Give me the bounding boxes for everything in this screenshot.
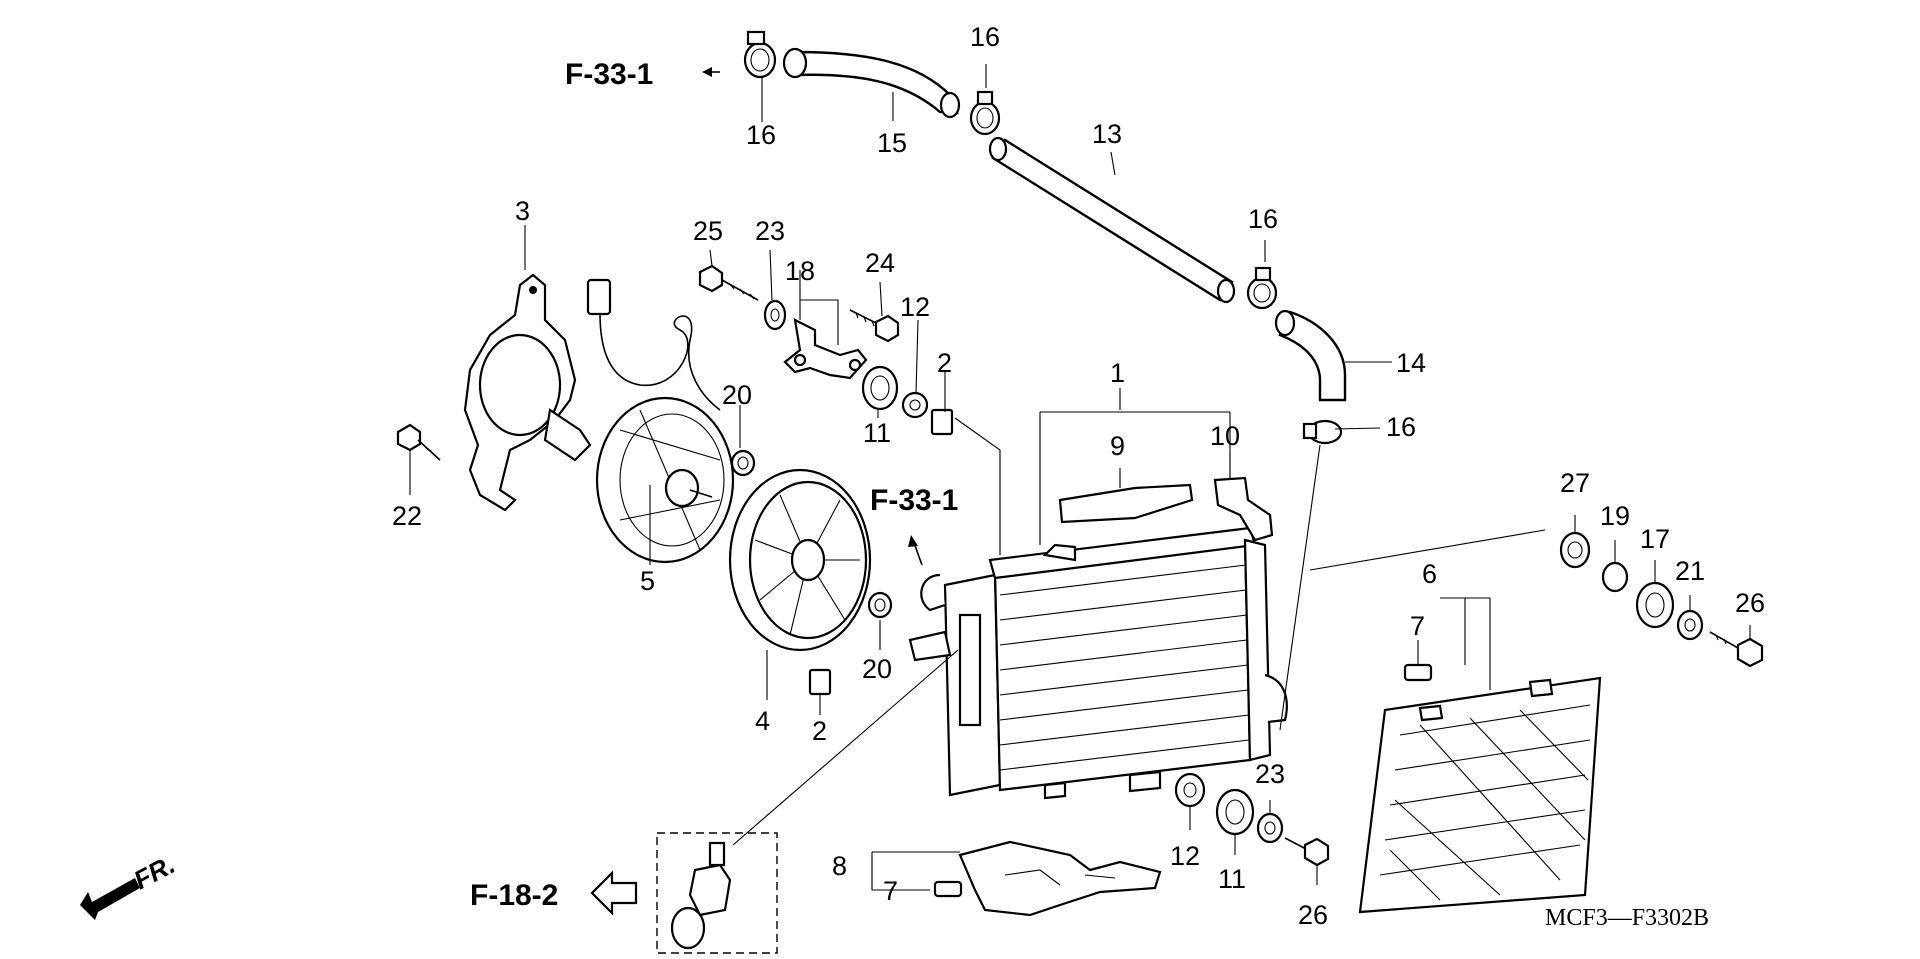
collar-19 bbox=[1601, 561, 1629, 593]
hose-13 bbox=[988, 136, 1236, 304]
callout-3: 3 bbox=[515, 196, 530, 226]
callout-20-lower: 20 bbox=[862, 654, 892, 684]
reference-f-33-1-top: F-33-1 bbox=[565, 58, 653, 91]
fan-motor-wire bbox=[586, 278, 721, 411]
callout-16-middle: 16 bbox=[1248, 204, 1278, 234]
callout-17: 17 bbox=[1640, 524, 1670, 554]
callout-numbers: 1 2 2 3 4 5 6 7 7 8 9 10 11 11 12 12 13 … bbox=[392, 22, 1765, 930]
reference-f-33-1-middle: F-33-1 bbox=[870, 484, 958, 517]
callout-2-upper: 2 bbox=[937, 348, 952, 378]
arrow-f-33-1-middle bbox=[908, 535, 923, 566]
hose-clamp-16-middle bbox=[1246, 266, 1278, 310]
bolt-25 bbox=[698, 264, 759, 301]
arrow-f-33-1-top bbox=[702, 67, 720, 77]
seal-9 bbox=[1058, 483, 1194, 524]
callout-21: 21 bbox=[1675, 556, 1705, 586]
collar-12-upper bbox=[901, 391, 929, 419]
callout-8: 8 bbox=[832, 851, 847, 881]
clip-nut-2-upper bbox=[930, 408, 954, 436]
washer-23-upper bbox=[763, 299, 787, 331]
bolt-22 bbox=[396, 423, 441, 461]
bolt-26-right bbox=[1709, 631, 1764, 668]
clip-nut-2-lower bbox=[808, 668, 832, 696]
radiator-grille-6 bbox=[1358, 676, 1602, 914]
callout-13: 13 bbox=[1092, 119, 1122, 149]
callout-27: 27 bbox=[1560, 468, 1590, 498]
bolt-24 bbox=[849, 309, 900, 343]
lower-cover-8 bbox=[958, 840, 1162, 917]
callout-24: 24 bbox=[865, 248, 895, 278]
callout-26-right: 26 bbox=[1735, 588, 1765, 618]
fan-motor-5 bbox=[595, 396, 735, 564]
callout-15: 15 bbox=[877, 128, 907, 158]
hose-clamp-16-top-right bbox=[969, 90, 1001, 136]
collar-12-lower bbox=[1174, 772, 1206, 808]
callout-12-lower: 12 bbox=[1170, 841, 1200, 871]
arrow-f-18-2 bbox=[590, 870, 638, 916]
callout-4: 4 bbox=[755, 706, 770, 736]
washer-21 bbox=[1676, 609, 1704, 641]
radiator-fins bbox=[999, 564, 1250, 771]
grommet-17 bbox=[1635, 581, 1675, 629]
front-direction-arrow bbox=[80, 878, 140, 920]
callout-11-lower: 11 bbox=[1218, 864, 1246, 894]
callout-14: 14 bbox=[1396, 348, 1426, 378]
callout-16-top-left: 16 bbox=[746, 120, 776, 150]
grommet-11-lower bbox=[1215, 788, 1255, 836]
grommet-11-upper bbox=[861, 365, 899, 411]
hose-15 bbox=[782, 47, 961, 119]
callout-1: 1 bbox=[1110, 358, 1125, 388]
cover-10 bbox=[1213, 476, 1274, 542]
callout-23-upper: 23 bbox=[755, 216, 785, 246]
reference-box-f-18-2 bbox=[656, 832, 778, 954]
cooling-fan-4 bbox=[728, 468, 872, 652]
bracket-18 bbox=[783, 318, 868, 380]
nut-20-lower bbox=[867, 591, 893, 619]
reference-f-18-2: F-18-2 bbox=[470, 879, 558, 912]
callout-5: 5 bbox=[640, 566, 655, 596]
callout-12-upper: 12 bbox=[900, 292, 930, 322]
callout-25: 25 bbox=[693, 216, 723, 246]
collar-27 bbox=[1559, 531, 1591, 569]
radiator-1 bbox=[908, 526, 1288, 800]
hose-clamp-16-top-left bbox=[743, 30, 777, 79]
bolt-26-lower bbox=[1284, 837, 1330, 867]
callout-26-lower: 26 bbox=[1298, 900, 1328, 930]
callout-9: 9 bbox=[1110, 431, 1125, 461]
callout-7-grille: 7 bbox=[1410, 611, 1425, 641]
hose-14 bbox=[1274, 309, 1347, 402]
callout-18: 18 bbox=[785, 256, 815, 286]
callout-22: 22 bbox=[392, 501, 422, 531]
seal-7-grille bbox=[1403, 663, 1433, 682]
hose-clamp-16-lower bbox=[1302, 419, 1343, 445]
callout-7-cover: 7 bbox=[883, 876, 898, 906]
callout-10: 10 bbox=[1210, 421, 1240, 451]
callout-11-upper: 11 bbox=[863, 418, 891, 448]
callout-20-upper: 20 bbox=[722, 380, 752, 410]
leader-lines bbox=[409, 64, 1751, 891]
callout-6: 6 bbox=[1422, 559, 1437, 589]
callout-23-lower: 23 bbox=[1255, 759, 1285, 789]
seal-7-cover bbox=[933, 880, 963, 898]
fan-shroud-bracket-3 bbox=[463, 273, 592, 512]
nut-20-upper bbox=[730, 449, 756, 477]
callout-16-lower: 16 bbox=[1386, 412, 1416, 442]
washer-23-lower bbox=[1256, 812, 1284, 844]
drawing-code: MCF3—F3302B bbox=[1545, 905, 1709, 931]
callout-2-lower: 2 bbox=[812, 716, 827, 746]
callout-19: 19 bbox=[1600, 501, 1630, 531]
callout-16-top-right: 16 bbox=[970, 22, 1000, 52]
